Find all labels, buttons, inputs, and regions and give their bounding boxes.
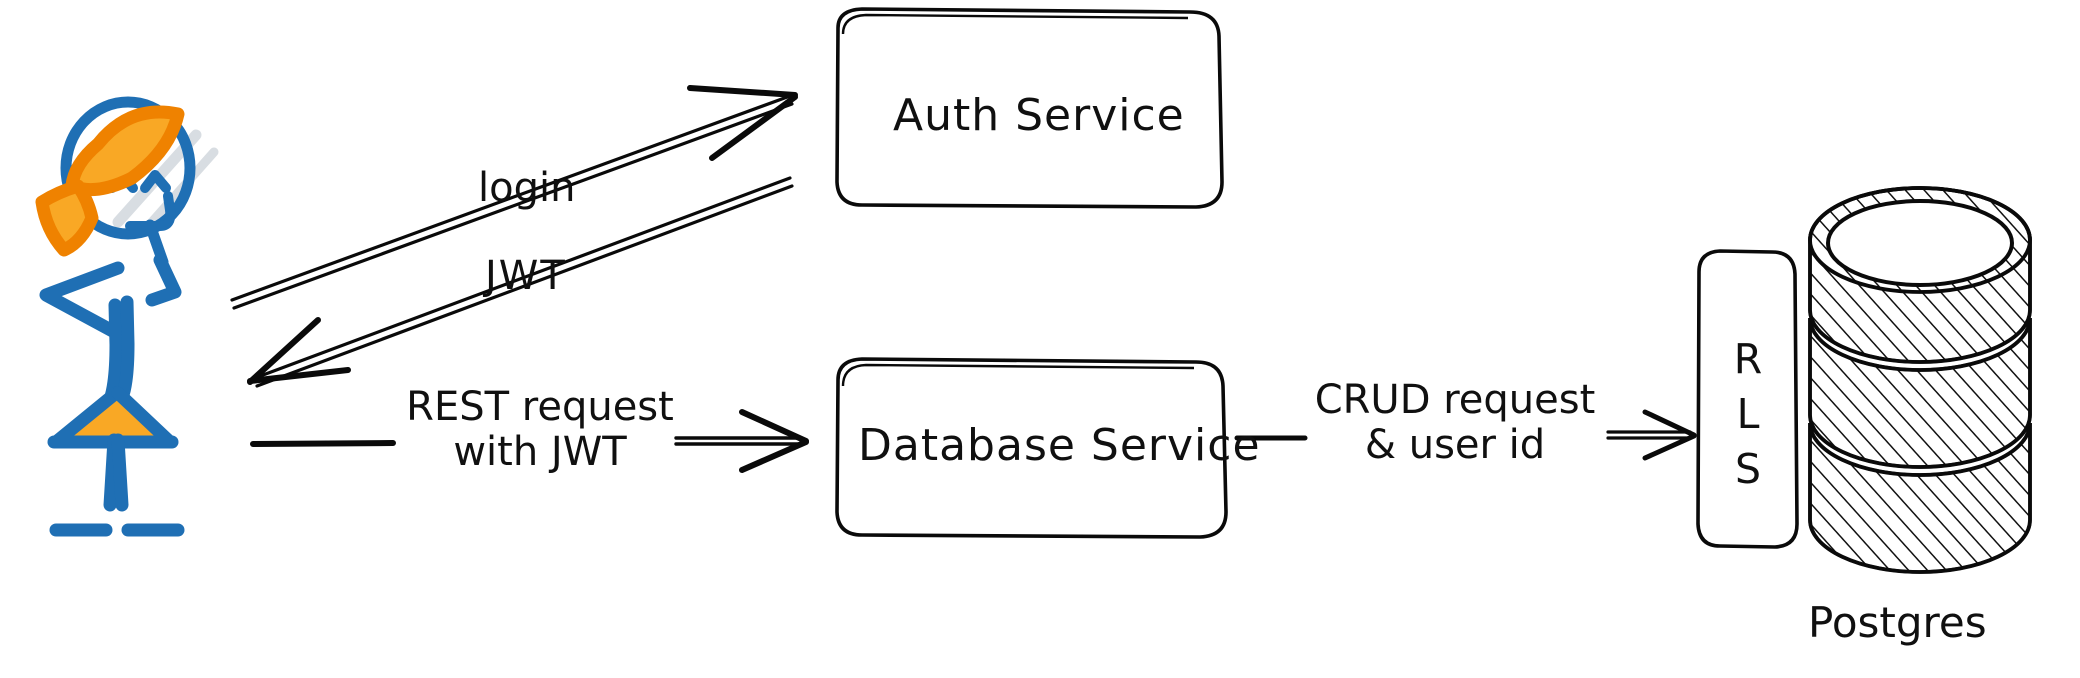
hat-icon: [35, 105, 185, 257]
node-database-service[interactable]: [835, 357, 1228, 539]
rls-letter-r: R: [1733, 335, 1763, 383]
edge-label-crud-line2: & user id: [1364, 421, 1546, 468]
node-label-postgres: Postgres: [1808, 598, 1987, 647]
node-auth-service[interactable]: [835, 7, 1224, 209]
edge-label-crud-line1: CRUD request: [1314, 377, 1596, 423]
edge-jwt: [247, 176, 794, 388]
edge-login: [230, 85, 798, 310]
head-icon: [60, 96, 196, 240]
edge-label-login: login: [478, 165, 576, 211]
rls-letter-l: L: [1736, 389, 1760, 438]
smile-icon: [125, 191, 176, 231]
edge-crud-request: [1234, 409, 1697, 461]
node-label-auth-service: Auth Service: [893, 90, 1185, 141]
node-label-database-service: Database Service: [858, 420, 1261, 471]
rls-letter-s: S: [1734, 444, 1762, 493]
edge-label-jwt: JWT: [485, 253, 567, 299]
node-label-rls-gate: R L S: [1699, 332, 1797, 497]
node-rls-gate[interactable]: [1696, 249, 1799, 549]
legs: [103, 433, 129, 512]
edge-rest-request: [250, 409, 809, 473]
node-postgres-db[interactable]: [1790, 180, 2050, 600]
arms: [39, 253, 182, 342]
user-stick-figure: [35, 96, 219, 537]
edge-label-rest-line1: REST request: [406, 384, 674, 430]
torso: [103, 295, 135, 407]
edge-label-rest-line2: with JWT: [453, 428, 627, 475]
edge-label-rest-request: REST request with JWT: [390, 385, 690, 475]
edge-label-crud-request: CRUD request & user id: [1300, 378, 1610, 468]
